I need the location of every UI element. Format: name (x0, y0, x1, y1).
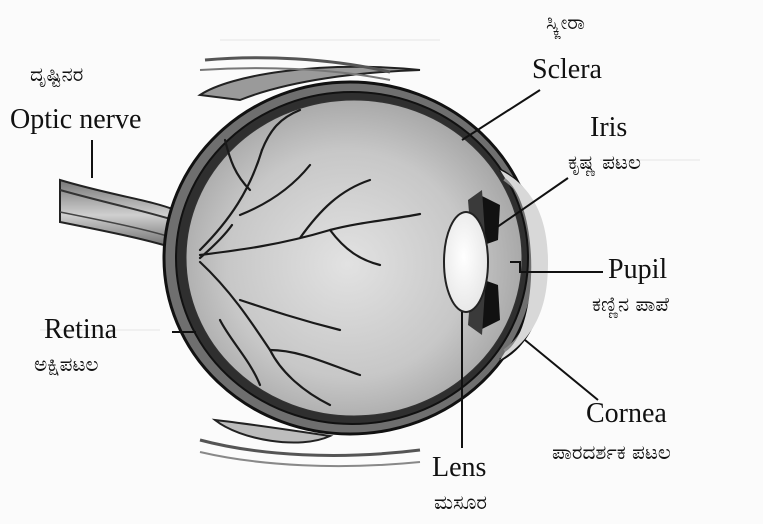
lens-kannada-label: ಮಸೂರ (434, 492, 487, 512)
retina-kannada-label: ಅಕ್ಷಿಪಟಲ (34, 354, 98, 374)
pupil-label: Pupil (608, 256, 667, 284)
iris-kannada-label: ಕೃಷ್ಣ ಪಟಲ (568, 152, 641, 172)
cornea-kannada-label: ಪಾರದರ್ಶಕ ಪಟಲ (552, 442, 671, 462)
optic-nerve-label: Optic nerve (10, 106, 141, 134)
retina-label: Retina (44, 316, 117, 344)
cornea-label: Cornea (586, 400, 667, 428)
sclera-label: Sclera (532, 56, 602, 84)
pupil-kannada-label: ಕಣ್ಣಿನ ಪಾಪೆ (592, 294, 669, 314)
sclera-kannada-label: ಸ್ಕ್ಲೀರಾ (546, 12, 585, 32)
iris-label: Iris (590, 114, 627, 142)
optic-nerve-kannada-label: ದೃಷ್ಟಿನರ (30, 64, 83, 84)
lens-label: Lens (432, 454, 486, 482)
lens-shape (444, 212, 488, 312)
